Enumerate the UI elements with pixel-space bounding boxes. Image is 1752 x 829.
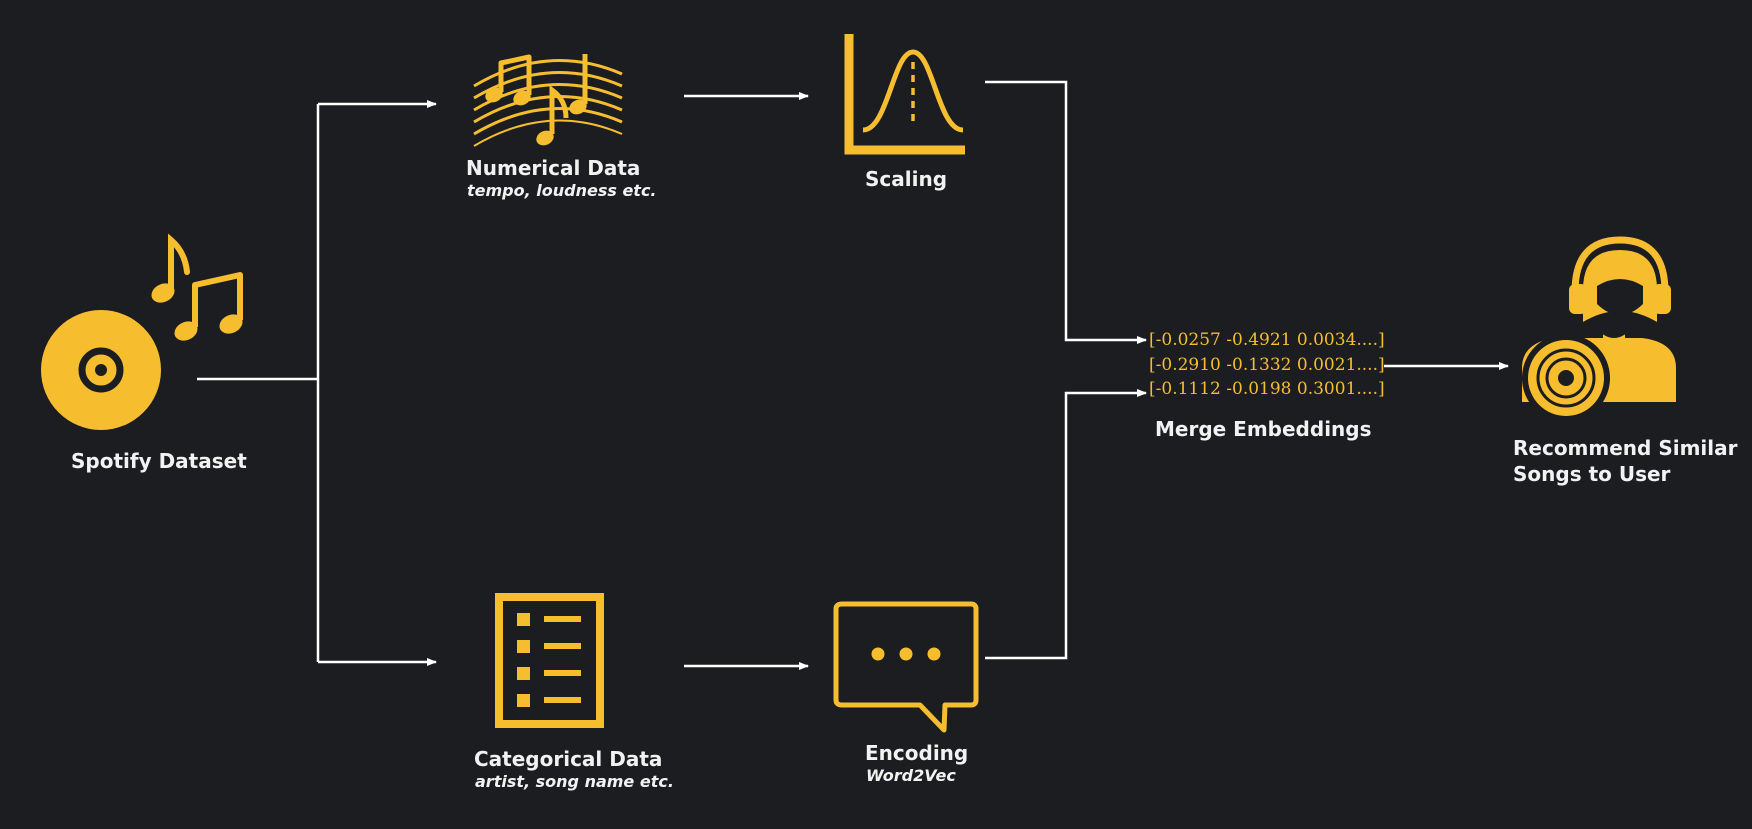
vinyl-record-with-music-notes-icon <box>41 233 243 430</box>
embedding-vector-2: [-0.2910 -0.1332 0.0021....] <box>1149 355 1385 375</box>
numerical-sublabel: tempo, loudness etc. <box>467 181 657 200</box>
speech-bubble-icon <box>833 601 979 733</box>
listener-with-headphones-icon <box>1522 236 1676 422</box>
encoding-sublabel: Word2Vec <box>866 766 956 785</box>
categorical-sublabel: artist, song name etc. <box>475 772 674 791</box>
arrow-encoding-to-merge <box>985 389 1147 660</box>
dataset-label: Spotify Dataset <box>71 449 247 473</box>
connectors <box>197 80 1509 670</box>
music-staff-icon <box>473 54 623 147</box>
recommend-label-line2: Songs to User <box>1513 462 1671 486</box>
arrow-scaling-to-merge <box>985 80 1147 344</box>
embedding-vector-1: [-0.0257 -0.4921 0.0034....] <box>1149 330 1385 350</box>
list-document-icon <box>495 593 604 728</box>
merge-label: Merge Embeddings <box>1155 417 1372 441</box>
bell-curve-icon <box>844 34 965 155</box>
embedding-vector-3: [-0.1112 -0.0198 0.3001....] <box>1149 379 1385 399</box>
encoding-label: Encoding <box>865 741 969 765</box>
recommend-label-line1: Recommend Similar <box>1513 436 1738 460</box>
scaling-label: Scaling <box>865 167 948 191</box>
categorical-label: Categorical Data <box>474 747 663 771</box>
numerical-label: Numerical Data <box>466 156 641 180</box>
